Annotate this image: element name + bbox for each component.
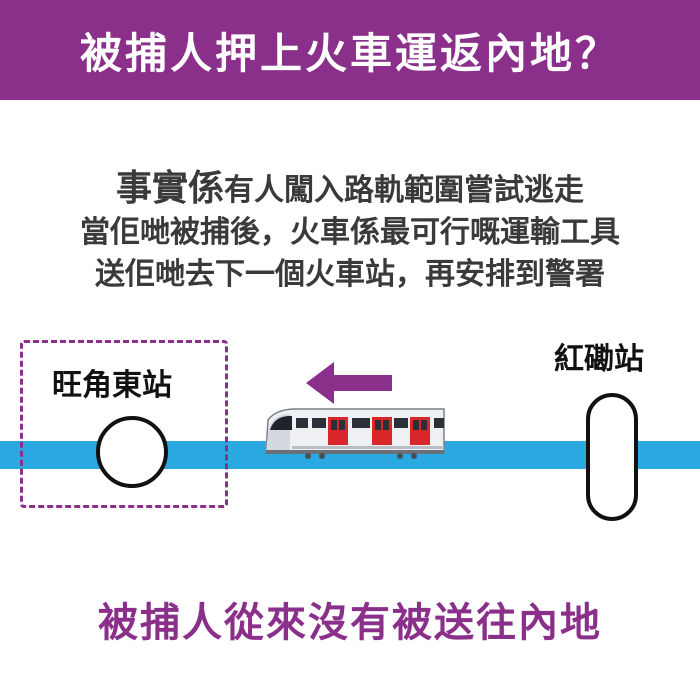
title-banner: 被捕人押上火車運返內地？ <box>0 0 700 100</box>
train-icon <box>265 408 445 459</box>
right-station-marker <box>586 393 638 521</box>
left-station-highlight-box <box>20 340 228 508</box>
explanation-line-1: 事實係有人闖入路軌範圍嘗試逃走 <box>0 168 700 212</box>
left-station-label: 旺角東站 <box>52 368 172 403</box>
explanation-text: 事實係有人闖入路軌範圍嘗試逃走 當佢哋被捕後，火車係最可行嘅運輸工具 送佢哋去下… <box>0 168 700 296</box>
explanation-line-3: 送佢哋去下一個火車站，再安排到警署 <box>95 257 605 292</box>
right-station-label: 紅磡站 <box>554 342 644 377</box>
explanation-line-1-lead: 事實係 <box>115 168 224 209</box>
explanation-line-2: 當佢哋被捕後，火車係最可行嘅運輸工具 <box>80 215 620 250</box>
conclusion-text: 被捕人從來沒有被送往內地 <box>98 600 602 646</box>
left-arrow-icon <box>306 362 392 404</box>
left-station-marker <box>96 416 168 488</box>
banner-title: 被捕人押上火車運返內地？ <box>79 28 620 78</box>
explanation-line-1-rest: 有人闖入路軌範圍嘗試逃走 <box>224 173 584 208</box>
